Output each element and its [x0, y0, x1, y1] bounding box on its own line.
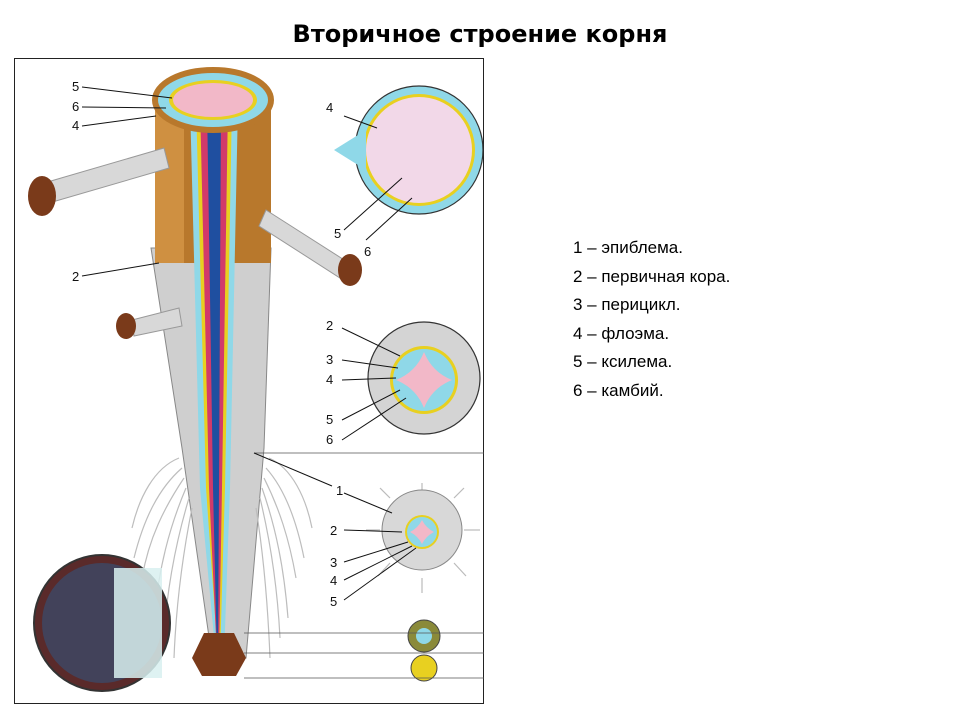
legend-item-cambium: 6 – камбий. — [573, 380, 664, 400]
legend-item-primary-cortex: 2 – первичная кора. — [573, 266, 731, 286]
slide-title: Вторичное строение корня — [292, 20, 668, 48]
legend-item-xylem: 5 – ксилема. — [573, 352, 673, 371]
callout-sec3-5: 5 — [330, 594, 337, 609]
callout-sec1-4: 4 — [326, 100, 333, 115]
legend: 1 – эпиблема. 2 – первичная кора. 3 – пе… — [573, 234, 730, 405]
cross-section-primary — [366, 483, 480, 593]
callout-sec3-1: 1 — [336, 483, 343, 498]
callout-sec3-3: 3 — [330, 555, 337, 570]
cross-section-transition — [367, 321, 481, 435]
callout-sec2-2: 2 — [326, 318, 333, 333]
callout-main-4: 4 — [72, 118, 79, 133]
callout-sec1-6: 6 — [364, 244, 371, 259]
root-hair-zone — [131, 457, 313, 659]
callout-main-2: 2 — [72, 269, 79, 284]
callout-sec3-2: 2 — [330, 523, 337, 538]
legend-item-pericycle: 3 – перицикл. — [573, 295, 681, 314]
callout-main-6: 6 — [72, 99, 79, 114]
callouts: 5 6 4 2 4 5 6 2 3 4 5 6 1 2 3 4 5 — [72, 79, 417, 609]
cross-section-secondary — [334, 85, 484, 215]
lateral-roots — [28, 147, 362, 339]
callout-sec2-6: 6 — [326, 432, 333, 447]
root-longitudinal-section — [131, 67, 313, 676]
callout-sec1-5: 5 — [334, 226, 341, 241]
callout-main-5: 5 — [72, 79, 79, 94]
root-tip-sections — [244, 452, 484, 682]
root-cap — [192, 633, 246, 676]
callout-sec2-3: 3 — [326, 352, 333, 367]
root-structure-diagram: 5 6 4 2 4 5 6 2 3 4 5 6 1 2 3 4 5 — [14, 58, 484, 704]
callout-sec2-5: 5 — [326, 412, 333, 427]
callout-sec2-4: 4 — [326, 372, 333, 387]
callout-sec3-4: 4 — [330, 573, 337, 588]
tissue-inset — [33, 554, 171, 692]
legend-item-epiblem: 1 – эпиблема. — [573, 238, 683, 257]
legend-item-phloem: 4 – флоэма. — [573, 323, 670, 343]
